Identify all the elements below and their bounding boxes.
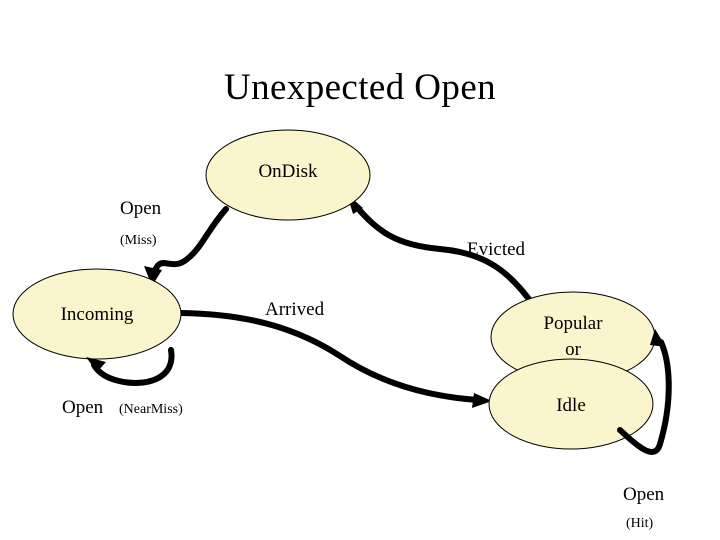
edge-incoming-self bbox=[86, 347, 175, 386]
edge-incoming-idle bbox=[178, 310, 492, 408]
arrowhead-popular bbox=[650, 329, 666, 347]
state-node-ondisk[interactable]: OnDisk bbox=[205, 129, 371, 221]
page-title: Unexpected Open bbox=[223, 67, 497, 108]
open-nearmiss-main: Open bbox=[62, 397, 104, 418]
popular-label-line2: or bbox=[565, 339, 582, 360]
arrowhead-incoming bbox=[144, 266, 162, 286]
open-miss-main: Open bbox=[120, 198, 162, 219]
state-node-popular[interactable]: Popular or bbox=[490, 291, 656, 383]
edge-ondisk-incoming-path bbox=[151, 206, 229, 277]
idle-label: Idle bbox=[556, 395, 586, 416]
edge-popular-ondisk-path bbox=[352, 202, 537, 309]
idle-ellipse[interactable] bbox=[488, 358, 654, 450]
open-nearmiss-sub: (NearMiss) bbox=[119, 402, 183, 417]
edge-label-arrived: Arrived bbox=[265, 299, 325, 320]
ondisk-ellipse[interactable] bbox=[205, 129, 371, 221]
edge-idle-popular-path bbox=[617, 339, 672, 455]
arrowhead-incoming-self bbox=[86, 357, 106, 372]
edge-label-open-miss: Open (Miss) bbox=[120, 198, 162, 248]
edge-label-evicted: Evicted bbox=[467, 239, 526, 260]
edge-label-open-hit: Open (Hit) bbox=[623, 484, 665, 531]
open-hit-main: Open bbox=[623, 484, 665, 505]
state-node-idle[interactable]: Idle bbox=[488, 358, 654, 450]
incoming-label: Incoming bbox=[61, 304, 134, 325]
edge-idle-popular bbox=[617, 329, 672, 455]
edge-incoming-self-path bbox=[91, 347, 175, 386]
state-node-incoming[interactable]: Incoming bbox=[12, 268, 182, 360]
ondisk-label: OnDisk bbox=[258, 161, 318, 182]
open-miss-sub: (Miss) bbox=[120, 233, 157, 248]
open-hit-sub: (Hit) bbox=[626, 516, 654, 531]
arrowhead-idle bbox=[472, 393, 492, 408]
incoming-ellipse[interactable] bbox=[12, 268, 182, 360]
edge-label-open-nearmiss: Open (NearMiss) bbox=[62, 397, 183, 418]
popular-label-line1: Popular bbox=[543, 313, 603, 334]
edge-incoming-idle-path bbox=[178, 310, 481, 403]
edge-ondisk-incoming bbox=[144, 206, 229, 286]
